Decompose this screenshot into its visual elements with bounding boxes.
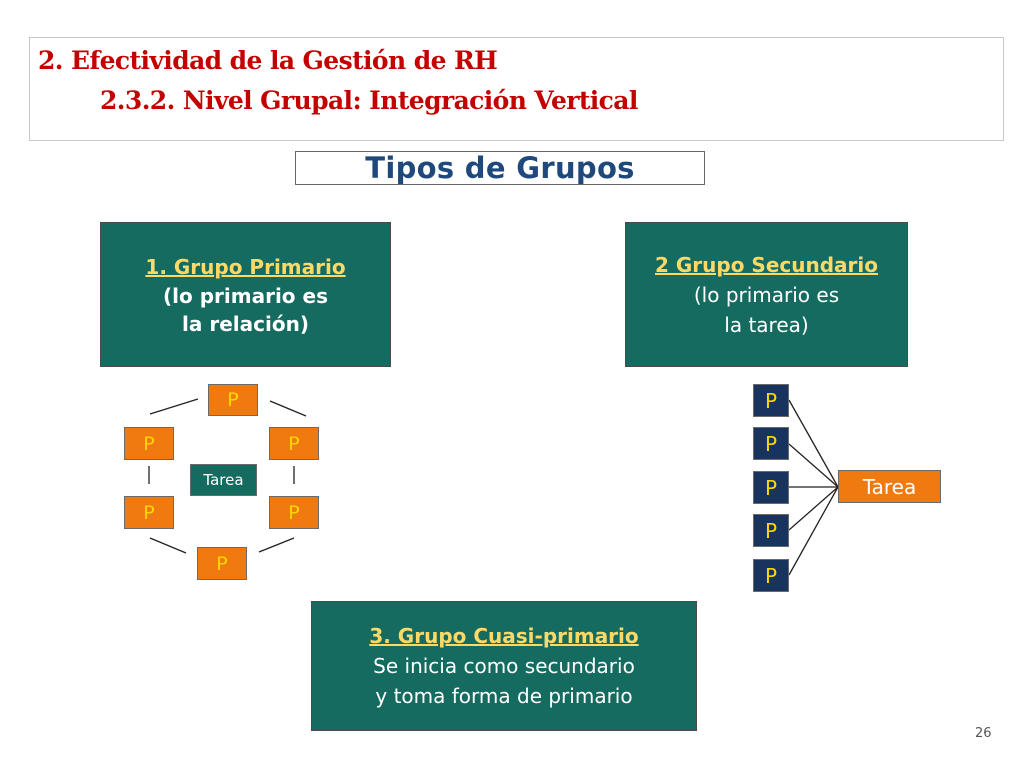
person-node: P bbox=[753, 384, 789, 417]
task-node: Tarea bbox=[838, 470, 941, 503]
person-node: P bbox=[753, 427, 789, 460]
primary-link-bottom-left bbox=[149, 537, 187, 554]
secondary-group-title: 2 Grupo Secundario bbox=[655, 252, 878, 277]
person-node: P bbox=[124, 427, 174, 460]
task-node: Tarea bbox=[190, 464, 257, 496]
primary-group-line2: (lo primario es bbox=[163, 283, 328, 308]
primary-group-line3: la relación) bbox=[182, 311, 309, 336]
person-node: P bbox=[124, 496, 174, 529]
person-node: P bbox=[753, 559, 789, 592]
secondary-link-2 bbox=[788, 443, 839, 488]
secondary-group-line2: (lo primario es bbox=[693, 282, 840, 307]
quasi-group-line3: y toma forma de primario bbox=[375, 684, 633, 708]
slide-title: Tipos de Grupos bbox=[365, 151, 635, 185]
primary-link-top-left bbox=[149, 398, 199, 415]
secondary-link-5 bbox=[788, 486, 839, 576]
secondary-link-1 bbox=[788, 399, 839, 488]
person-node: P bbox=[197, 547, 247, 580]
primary-link-top-right bbox=[269, 400, 307, 417]
heading-subsection: 2.3.2. Nivel Grupal: Integración Vertica… bbox=[100, 86, 638, 115]
quasi-primary-group-box: 3. Grupo Cuasi-primario Se inicia como s… bbox=[311, 601, 697, 731]
secondary-group-line3: la tarea) bbox=[724, 312, 809, 337]
primary-link-bottom-right bbox=[258, 537, 295, 553]
page-number: 26 bbox=[975, 726, 992, 741]
person-node: P bbox=[753, 471, 789, 504]
quasi-group-title: 3. Grupo Cuasi-primario bbox=[369, 624, 639, 648]
person-node: P bbox=[269, 496, 319, 529]
secondary-link-4 bbox=[788, 486, 839, 531]
quasi-group-line2: Se inicia como secundario bbox=[373, 654, 635, 678]
title-box: Tipos de Grupos bbox=[295, 151, 705, 185]
person-node: P bbox=[269, 427, 319, 460]
heading-section: 2. Efectividad de la Gestión de RH bbox=[38, 46, 498, 75]
person-node: P bbox=[208, 384, 258, 416]
secondary-group-box: 2 Grupo Secundario (lo primario es la ta… bbox=[625, 222, 908, 367]
person-node: P bbox=[753, 514, 789, 547]
primary-group-title: 1. Grupo Primario bbox=[145, 254, 346, 279]
header-box bbox=[29, 37, 1004, 141]
primary-group-box: 1. Grupo Primario (lo primario es la rel… bbox=[100, 222, 391, 367]
